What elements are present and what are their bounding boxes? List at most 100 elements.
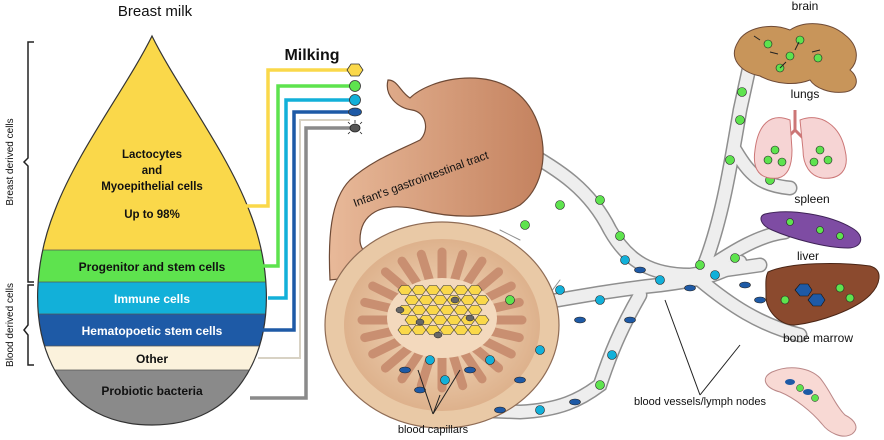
- label-breast-derived: Breast derived cells: [5, 118, 16, 205]
- hematopoetic-cell: [494, 406, 506, 414]
- bracket-breast: [22, 41, 34, 283]
- lactocyte-hexagon: [474, 315, 490, 325]
- bacteria-icon: [347, 120, 363, 135]
- progenitor-cell: [735, 115, 745, 125]
- lactocyte-hexagon: [474, 295, 490, 305]
- lactocyte-hexagon: [418, 295, 434, 305]
- bacteria-cell: [433, 331, 443, 339]
- milking-label: Milking: [284, 47, 339, 64]
- lactocyte-hexagon: [432, 315, 448, 325]
- segment-progenitor: [37, 250, 267, 282]
- lactocytes-percentage: Up to 98%: [124, 209, 180, 221]
- lactocyte-hexagon: [404, 315, 420, 325]
- lactocyte-hexagon: [411, 285, 427, 295]
- bacteria-cell: [395, 306, 405, 314]
- immune-cell: [655, 275, 665, 285]
- hematopoetic-cell: [754, 296, 766, 304]
- immune-cell: [440, 375, 450, 385]
- drop-outline: [37, 34, 267, 426]
- lactocyte-hexagon: [425, 285, 441, 295]
- immune-cell: [710, 270, 720, 280]
- liver-label: liver: [797, 249, 819, 263]
- bacteria-cell: [450, 296, 460, 304]
- vessels-label: blood vessels/lymph nodes: [634, 396, 767, 408]
- spleen-cells: [786, 218, 844, 240]
- milking-lines: [245, 68, 350, 400]
- lungs-organ: [753, 110, 847, 179]
- brain-organ: [733, 23, 857, 93]
- vessel-pointers: [417, 299, 741, 415]
- immune-cell: [535, 345, 545, 355]
- lactocyte-hexagon: [397, 285, 413, 295]
- hematopoetic-cell: [634, 266, 646, 274]
- lactocyte-hexagon: [467, 305, 483, 315]
- villus: [416, 249, 435, 288]
- hematopoetic-cell-icon: [348, 107, 362, 117]
- lactocyte-hexagon: [411, 325, 427, 335]
- progenitor-cell: [520, 220, 530, 230]
- progenitor-cell: [595, 380, 605, 390]
- lactocyte-hexagon: [432, 295, 448, 305]
- bone-marrow-cells: [785, 379, 819, 402]
- progenitor-label: Progenitor and stem cells: [79, 260, 226, 274]
- hematopoetic-cell: [624, 316, 636, 324]
- immune-cell: [595, 295, 605, 305]
- progenitor-cell: [505, 295, 515, 305]
- villus: [380, 342, 415, 373]
- immune-label: Immune cells: [114, 292, 190, 306]
- lactocytes-label-3: Myoepithelial cells: [101, 181, 203, 193]
- hematopoetic-cell: [464, 366, 476, 374]
- bracket-blood: [23, 284, 34, 366]
- lactocyte-hexagon: [404, 295, 420, 305]
- villus: [397, 348, 424, 384]
- immune-cell: [620, 255, 630, 265]
- hematopoetic-label: Hematopoetic stem cells: [82, 324, 223, 338]
- immune-cell-icon: [349, 94, 361, 106]
- liver-organ: [765, 263, 880, 326]
- segment-immune: [37, 282, 267, 314]
- villus: [449, 249, 468, 288]
- hematopoetic-cell: [399, 366, 411, 374]
- lactocyte-hexagon: [467, 285, 483, 295]
- villus: [449, 352, 468, 391]
- lactocytes-label-1: Lactocytes: [122, 149, 182, 161]
- progenitor-cell: [730, 253, 740, 263]
- infant-gut-tract: [328, 77, 544, 281]
- lactocyte-hexagon: [453, 285, 469, 295]
- label-blood-derived: Blood derived cells: [5, 283, 16, 367]
- spleen-label: spleen: [794, 192, 829, 206]
- lactocyte-hexagon: [439, 305, 455, 315]
- probiotic-label: Probiotic bacteria: [101, 384, 203, 398]
- immune-cell: [607, 350, 617, 360]
- lactocyte-hexagon: [397, 325, 413, 335]
- lactocyte-hexagon: [446, 315, 462, 325]
- hematopoetic-cell: [684, 284, 696, 292]
- brain-label: brain: [792, 0, 819, 13]
- capillaries-label: blood capillars: [398, 424, 469, 436]
- spleen-organ: [760, 211, 862, 249]
- segment-other: [37, 346, 267, 370]
- hematopoetic-cell: [574, 316, 586, 324]
- progenitor-cell: [555, 200, 565, 210]
- lactocyte-hexagon: [425, 305, 441, 315]
- villus: [460, 348, 487, 384]
- lactocytes-label-2: and: [142, 165, 162, 177]
- hematopoetic-cell: [739, 281, 751, 289]
- immune-cell: [555, 285, 565, 295]
- progenitor-cell: [595, 195, 605, 205]
- immune-cell: [485, 355, 495, 365]
- other-label: Other: [136, 352, 168, 366]
- lactocyte-hexagon: [467, 325, 483, 335]
- bacteria-cell: [465, 314, 475, 322]
- hematopoetic-cell: [514, 376, 526, 384]
- lactocyte-hexagon-icon: [346, 63, 364, 77]
- progenitor-cell: [725, 155, 735, 165]
- lactocyte-hexagon: [439, 325, 455, 335]
- lungs-label: lungs: [791, 87, 820, 101]
- progenitor-cell: [615, 231, 625, 241]
- vessel-cells: [399, 87, 775, 415]
- lactocyte-cluster: [395, 285, 490, 339]
- lactocyte-hexagon: [460, 295, 476, 305]
- bone-marrow-label: bone marrow: [783, 331, 853, 345]
- title-breast-milk: Breast milk: [118, 3, 193, 20]
